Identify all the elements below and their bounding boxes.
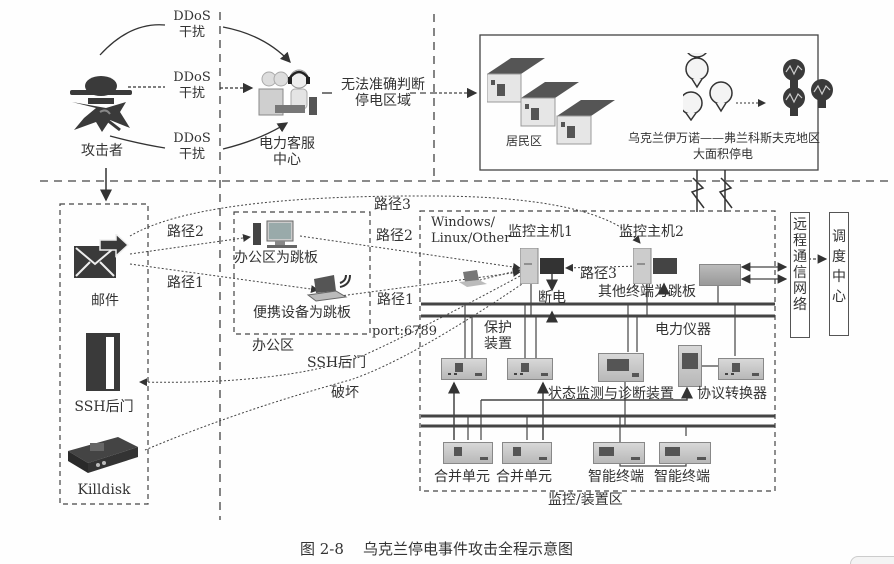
path2-line-a (129, 234, 251, 255)
condition-monitor-device (598, 353, 644, 382)
power-instrument-device (678, 345, 702, 387)
protection-line1: 保护 (484, 320, 512, 336)
blackout-region: 乌克兰伊万诺——弗兰科斯夫克地区 (628, 131, 821, 145)
ddos-subtext: 干扰 (178, 147, 205, 162)
outage-note: 无法准确判断 停电区域 (333, 77, 433, 109)
path3-line (129, 195, 641, 244)
destroy-label: 破坏 (331, 385, 359, 401)
protection-label: 保护 装置 (484, 320, 512, 352)
ddos-label-3: DDoS 干扰 (167, 131, 217, 163)
email-icon (72, 232, 130, 282)
ddos-text: DDoS (173, 131, 211, 146)
condition-monitor-label: 状态监测与诊断装置 (548, 386, 674, 402)
ddos-label-1: DDoS 干扰 (167, 9, 217, 41)
power-cut-label: 断电 (538, 290, 566, 306)
host2-computer-icon (632, 247, 681, 285)
gateway-device (699, 264, 741, 286)
path2-label: 路径2 (167, 224, 204, 240)
os-label: Windows/ Linux/Other (431, 215, 510, 247)
path3-inner-line (565, 263, 641, 272)
merging-unit-1 (443, 442, 493, 464)
path1-line-b (339, 268, 521, 297)
merging-unit-label-2: 合并单元 (496, 469, 552, 485)
host1-computer-icon (519, 247, 568, 285)
figure-number: 图 2-8 (300, 540, 344, 558)
figure-title: 乌克兰停电事件攻击全程示意图 (363, 540, 574, 558)
ddos-subtext: 干扰 (178, 86, 205, 101)
path2-line-b (299, 235, 521, 271)
protocol-converter-label: 协议转换器 (697, 386, 767, 402)
call-center-agents-icon (255, 65, 323, 123)
blackout-label: 乌克兰伊万诺——弗兰科斯夫克地区 大面积停电 (628, 130, 821, 162)
power-instrument-label: 电力仪器 (655, 322, 711, 338)
smart-terminal-1 (593, 442, 645, 464)
ssh-path-label: SSH后门 (307, 355, 367, 371)
host1-label: 监控主机1 (508, 224, 573, 240)
figure-caption: 图 2-8 乌克兰停电事件攻击全程示意图 (300, 538, 573, 559)
path1-right-label: 路径1 (377, 292, 414, 308)
smart-terminal-label-1: 智能终端 (588, 469, 644, 485)
office-desktop-label: 办公区为跳板 (234, 250, 318, 266)
protocol-converter-device (718, 358, 764, 380)
port-label: port:6789 (372, 324, 438, 339)
other-terminals-label: 其他终端为跳板 (598, 284, 696, 300)
killdisk-drive-icon (64, 433, 142, 475)
path3-inner-label: 路径3 (580, 266, 617, 282)
control-zone-box (419, 210, 776, 492)
remote-network-box: 远程通信网络 (790, 212, 810, 338)
path1-label: 路径1 (167, 275, 204, 291)
email-label: 邮件 (91, 293, 119, 309)
office-zone-label: 办公区 (252, 338, 294, 354)
outage-note-line2: 停电区域 (355, 93, 411, 109)
ddos-text: DDoS (173, 9, 211, 24)
call-center-label: 电力客服 中心 (252, 136, 322, 168)
blackout-desc: 大面积停电 (692, 147, 753, 161)
tools-box (59, 203, 149, 505)
arrow-icon (736, 92, 766, 107)
outage-note-line1: 无法准确判断 (341, 77, 425, 93)
protection-device-2 (507, 358, 553, 380)
ddos-label-2: DDoS 干扰 (167, 70, 217, 102)
laptop-icon (459, 268, 489, 288)
broken-bulb-icon (778, 58, 838, 120)
ssh-backdoor-label: SSH后门 (74, 399, 134, 415)
residential-label: 居民区 (506, 134, 543, 148)
protection-device-1 (441, 358, 487, 380)
office-laptop-label: 便携设备为跳板 (253, 305, 351, 321)
smart-terminal-label-2: 智能终端 (654, 469, 710, 485)
os-line1: Windows/ (431, 215, 495, 230)
desktop-computer-icon (251, 219, 301, 251)
ddos-subtext: 干扰 (178, 25, 205, 40)
path2-right-label: 路径2 (376, 228, 413, 244)
smart-terminal-2 (659, 442, 711, 464)
wireless-link-bolts (690, 170, 733, 212)
spy-hacker-icon (66, 72, 136, 134)
merging-unit-label-1: 合并单元 (434, 469, 490, 485)
merging-unit-2 (502, 442, 552, 464)
office-box (233, 211, 371, 335)
destroy-line (144, 281, 526, 451)
page-corner (850, 556, 894, 564)
protection-line2: 装置 (484, 336, 512, 352)
host2-label: 监控主机2 (619, 224, 684, 240)
call-center-label-line1: 电力客服 (259, 136, 315, 152)
path3-label: 路径3 (374, 197, 411, 213)
laptop-wireless-icon (306, 273, 354, 303)
ddos-text: DDoS (173, 70, 211, 85)
door-icon (84, 331, 122, 393)
houses-icon (486, 50, 622, 150)
os-line2: Linux/Other (431, 231, 511, 246)
call-center-label-line2: 中心 (273, 152, 301, 168)
killdisk-label: Killdisk (77, 482, 131, 498)
path1-line-a (129, 263, 319, 294)
attacker-label: 攻击者 (81, 143, 123, 159)
control-zone-label: 监控/装置区 (548, 492, 623, 508)
lit-bulb-icon (679, 32, 763, 122)
dispatch-center-box: 调度中心 (829, 212, 849, 336)
